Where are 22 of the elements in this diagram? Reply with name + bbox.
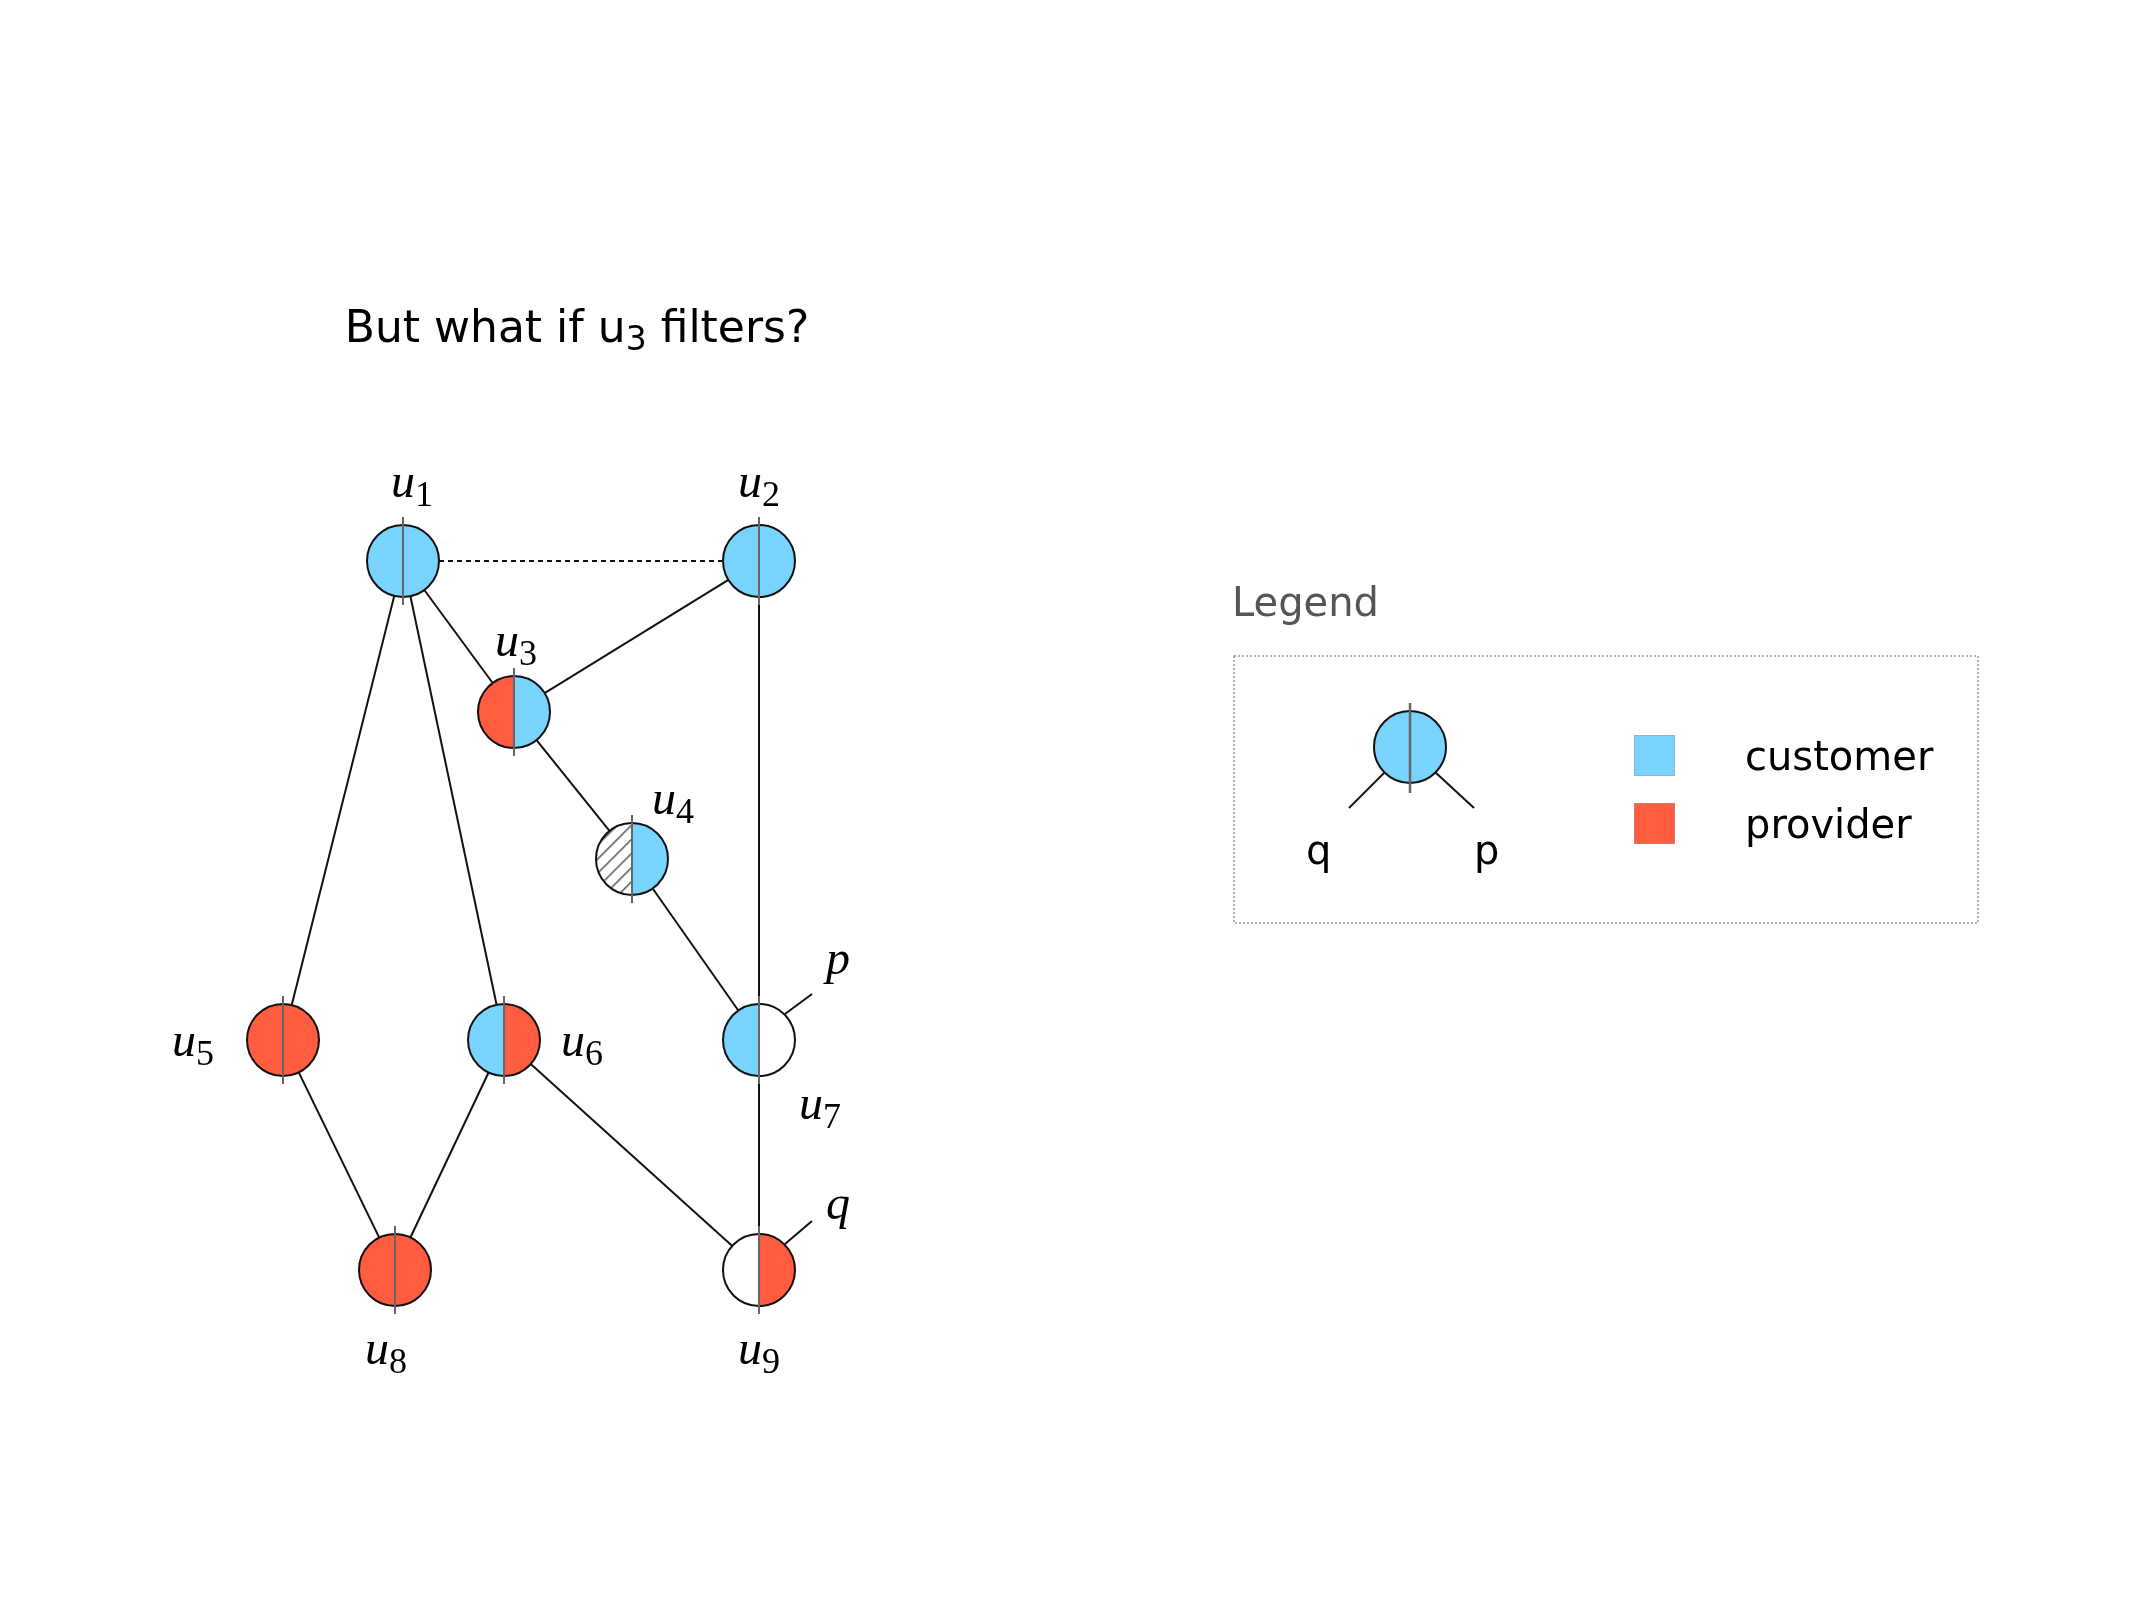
node-label: u$_{3}$: [495, 616, 537, 664]
dashed-edge: [438, 560, 724, 562]
edge-line: [409, 1071, 490, 1239]
node-label: u$_{4}$: [652, 774, 694, 822]
edge-line: [423, 589, 494, 684]
node-label: u$_{2}$: [738, 457, 780, 505]
edge-line: [535, 739, 611, 832]
node-label: u$_{9}$: [738, 1324, 780, 1372]
node-label: u$_{8}$: [365, 1324, 407, 1372]
edge-line: [290, 594, 396, 1007]
edge-line: [409, 595, 498, 1006]
edge-line: [543, 578, 730, 695]
legend-text: customer: [1745, 735, 1934, 776]
node-label: u$_{6}$: [561, 1016, 603, 1064]
node-label: u$_{5}$: [172, 1016, 214, 1064]
node-label: q: [826, 1179, 850, 1227]
edge-line: [529, 1063, 734, 1247]
edge-line: [297, 1071, 381, 1239]
edge-line: [651, 887, 740, 1012]
node-label: u$_{1}$: [391, 457, 433, 505]
diagram-title: But what if u$_{3}$ filters?: [344, 300, 810, 360]
node-label: u$_{7}$: [799, 1079, 841, 1127]
